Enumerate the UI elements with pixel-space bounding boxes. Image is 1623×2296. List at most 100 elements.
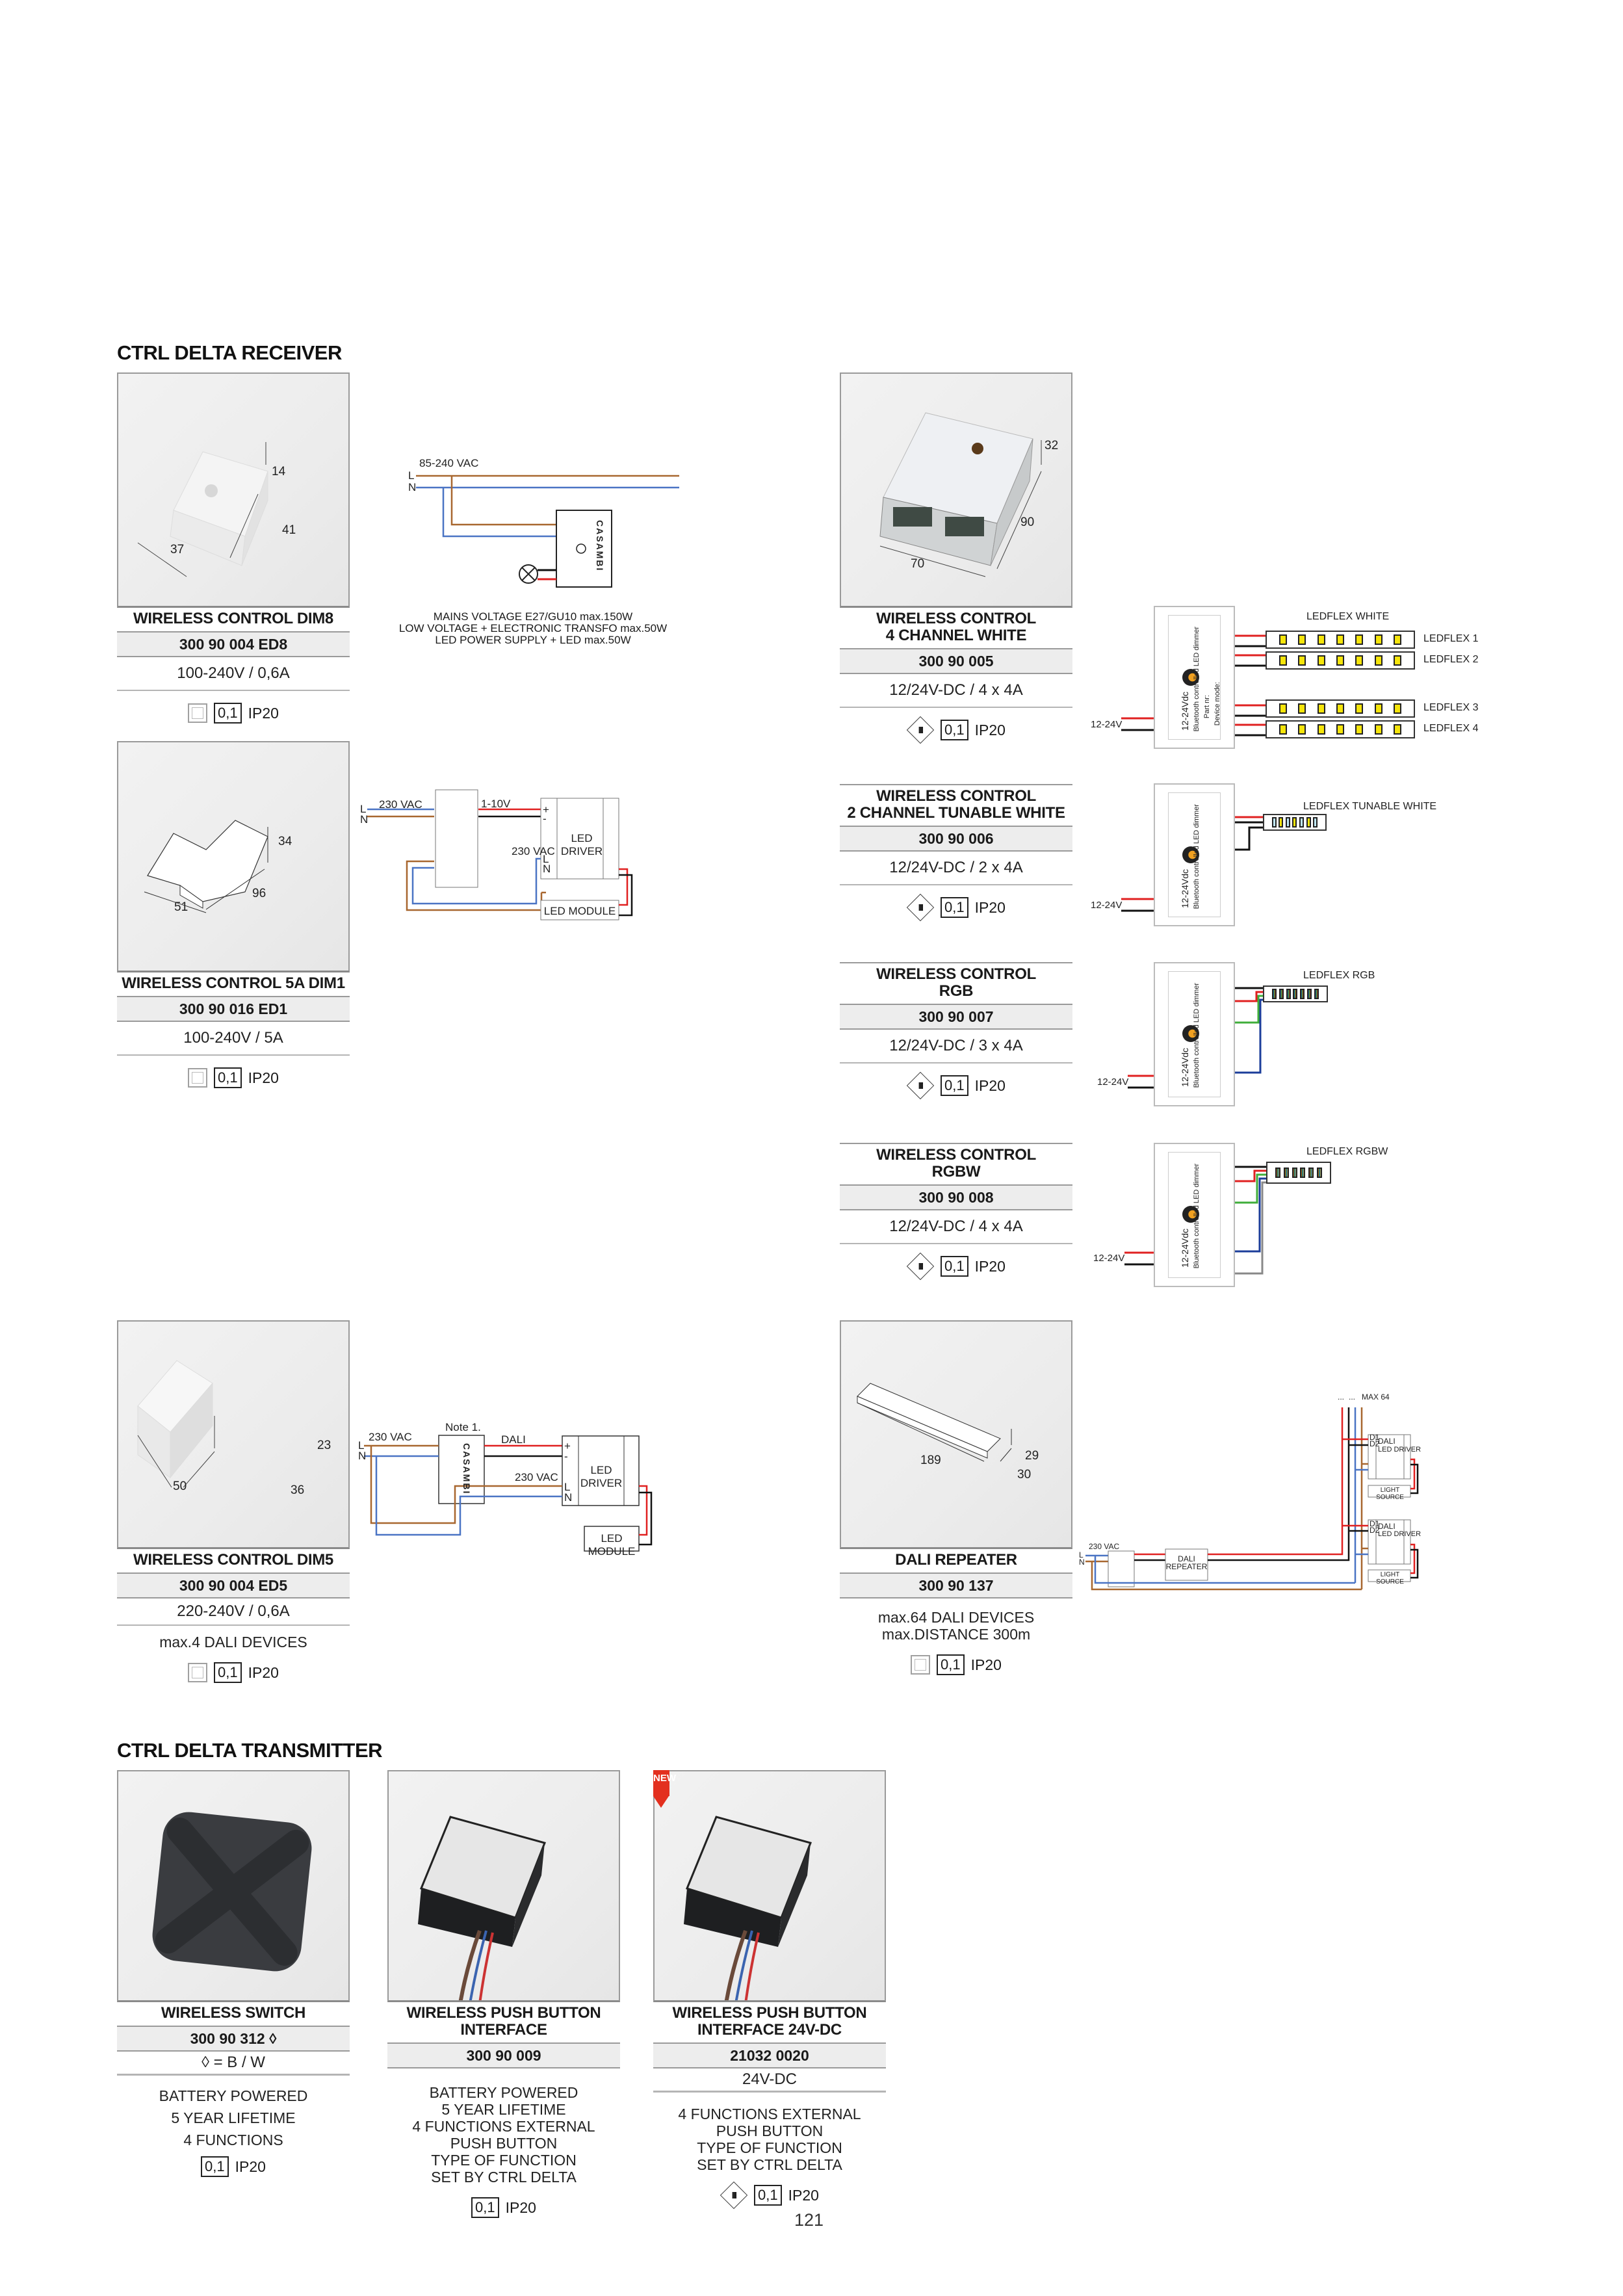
supply-label: 230 VAC	[379, 798, 422, 811]
rating-icons: 0,1 IP20	[387, 2197, 620, 2218]
dim-width: 30	[1017, 1468, 1032, 1481]
wiring-lines	[364, 1435, 653, 1552]
led-module-label: LED MODULE	[588, 1532, 636, 1558]
product-card-repeater: DALI REPEATER 300 90 137 max.64 DALI DEV…	[840, 1549, 1072, 1675]
wiring-lines	[416, 475, 679, 588]
supply-label: 85-240 VAC	[419, 457, 479, 469]
note-line: 5 YEAR LIFETIME	[171, 2109, 296, 2126]
product-code: 300 90 312 ◊	[117, 2026, 350, 2052]
note-label: Note 1.	[445, 1421, 481, 1433]
wiring-diagram-dim8: 85-240 VAC L N CASAMBI	[364, 449, 702, 657]
rating-icons: 0,1 IP20	[117, 703, 350, 724]
product-spec: 12/24V-DC / 3 x 4A	[840, 1030, 1072, 1063]
note-line: 4 FUNCTIONS EXTERNAL	[678, 2106, 861, 2122]
name-line: INTERFACE	[460, 2021, 547, 2039]
controller-box: Bluetooth controlled LED dimmer 12-24Vdc	[1154, 962, 1235, 1106]
note-line: TYPE OF FUNCTION	[697, 2139, 842, 2156]
product-name: DALI REPEATER	[895, 1551, 1017, 1569]
note-line: 4 FUNCTIONS	[183, 2132, 283, 2148]
product-spec: 12/24V-DC / 4 x 4A	[840, 674, 1072, 708]
weight-box: 0,1	[754, 2185, 782, 2206]
led-strip	[1266, 1162, 1331, 1184]
note-line: SET BY CTRL DELTA	[697, 2156, 842, 2173]
product-photo-pushbutton24	[653, 1770, 886, 2002]
product-code: 300 90 004 ED8	[117, 631, 350, 657]
d1-label: D1	[1370, 1519, 1380, 1528]
product-spec: 24V-DC	[653, 2068, 886, 2093]
indoor-square-icon	[188, 1068, 208, 1088]
line-label: L	[564, 1481, 571, 1493]
supply-label: 230 VAC	[1089, 1542, 1120, 1551]
dim-depth: 36	[291, 1483, 305, 1497]
section-title-receiver: CTRL DELTA RECEIVER	[117, 341, 342, 364]
note-line: PUSH BUTTON	[450, 2135, 558, 2152]
rating-icons: 0,1 IP20	[840, 1654, 1072, 1675]
led-module-label: LED MODULE	[543, 905, 616, 917]
product-code: 21032 0020	[653, 2042, 886, 2068]
casambi-logo-icon	[1182, 1206, 1199, 1223]
product-card-switch: WIRELESS SWITCH 300 90 312 ◊ ◊ = B / W B…	[117, 2002, 350, 2177]
casambi-brand: CASAMBI	[461, 1443, 472, 1495]
controller-box: Bluetooth controlled LED dimmer 12-24Vdc…	[1154, 606, 1235, 749]
product-photo-dim8: 14 41 37	[117, 372, 350, 608]
name-line: RGBW	[931, 1163, 981, 1181]
name-line: WIRELESS CONTROL	[876, 1146, 1036, 1164]
wiring-diagram-rgb: Bluetooth controlled LED dimmer 12-24Vdc…	[1079, 962, 1599, 1112]
neutral-label: N	[358, 1450, 367, 1462]
supply-label: 12-24V	[1091, 900, 1123, 911]
name-line: 4 CHANNEL WHITE	[885, 627, 1027, 644]
wiring-lines	[1085, 1407, 1419, 1591]
light-source-label: LIGHT SOURCE	[1376, 1487, 1404, 1501]
product-notes: BATTERY POWERED 5 YEAR LIFETIME 4 FUNCTI…	[117, 2076, 350, 2151]
dim-depth: 41	[282, 523, 296, 537]
line-label: L	[360, 803, 367, 815]
device-4ch-illustration	[879, 412, 1042, 577]
product-name: WIRELESS CONTROL 5A DIM1	[122, 974, 345, 992]
weight-box: 0,1	[941, 1075, 968, 1096]
minus-label: -	[543, 813, 547, 825]
dim-width: 37	[170, 543, 185, 556]
rating-icons: III 0,1 IP20	[840, 893, 1072, 922]
device-dim8-illustration	[137, 442, 268, 577]
new-badge: NEW	[653, 1770, 676, 1796]
indoor-square-icon	[188, 703, 208, 723]
load-note: LED POWER SUPPLY + LED max.50W	[435, 634, 631, 646]
class-iii-diamond-icon: III	[906, 716, 935, 744]
product-note: max.4 DALI DEVICES	[159, 1634, 307, 1650]
product-code: 300 90 137	[840, 1572, 1072, 1598]
supply-label: 12-24V	[1091, 719, 1123, 730]
product-notes: BATTERY POWERED 5 YEAR LIFETIME 4 FUNCTI…	[387, 2068, 620, 2185]
neutral-label: N	[408, 481, 417, 493]
wiring-lines	[1124, 1166, 1266, 1275]
product-photo-pushbutton	[387, 1770, 620, 2002]
ip-rating: IP20	[974, 898, 1006, 916]
neutral-label: N	[1079, 1558, 1085, 1567]
product-photo-4ch: 32 90 70	[840, 372, 1072, 608]
page-number: 121	[794, 2210, 824, 2230]
indoor-square-icon	[188, 1663, 208, 1682]
rating-icons: 0,1 IP20	[117, 1067, 350, 1088]
dali-label: DALI	[501, 1433, 526, 1446]
ip-rating: IP20	[235, 2158, 266, 2175]
neutral-label: N	[360, 813, 369, 826]
dim-width: 50	[173, 1480, 187, 1493]
class-iii-diamond-icon: III	[720, 2181, 748, 2210]
product-spec: 220-240V / 0,6A	[117, 1598, 350, 1626]
product-card-dim1: WIRELESS CONTROL 5A DIM1 300 90 016 ED1 …	[117, 972, 350, 1088]
weight-box: 0,1	[941, 897, 968, 918]
line-label: L	[408, 469, 415, 482]
device-dim5-illustration	[137, 1360, 215, 1488]
product-notes: 4 FUNCTIONS EXTERNAL PUSH BUTTON TYPE OF…	[653, 2093, 886, 2173]
product-card-dim5: WIRELESS CONTROL DIM5 300 90 004 ED5 220…	[117, 1549, 350, 1683]
controller-box: Bluetooth controlled LED dimmer 12-24Vdc	[1154, 783, 1235, 926]
weight-box: 0,1	[941, 1256, 968, 1277]
d2-label: D2	[1370, 1439, 1380, 1448]
